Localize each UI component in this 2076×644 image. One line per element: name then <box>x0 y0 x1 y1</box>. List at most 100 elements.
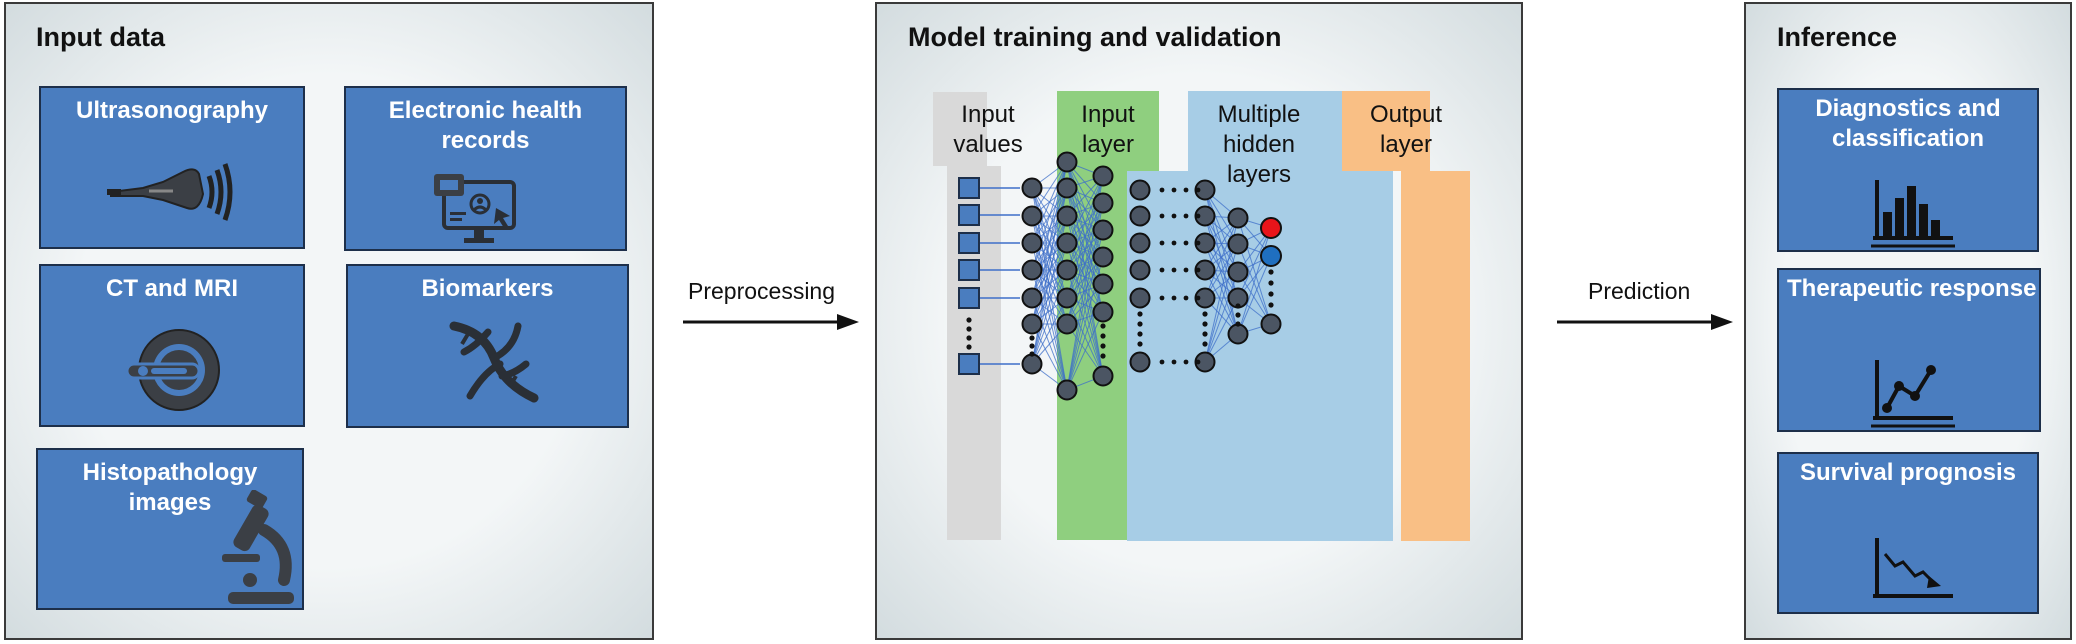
histopathology-label: Histopathology images <box>82 459 258 516</box>
input-value-node-0 <box>958 177 980 199</box>
layer4-node-2 <box>1129 232 1151 254</box>
electronic-health-records-card: Electronic health records <box>344 86 627 251</box>
layer2-node-7 <box>1056 379 1078 401</box>
l1-ellipsis-dot-1 <box>1029 343 1035 349</box>
layer5-node-1 <box>1194 205 1216 227</box>
layer4-node-4 <box>1129 287 1151 309</box>
survival-prognosis-card: Survival prognosis <box>1777 452 2039 614</box>
prediction-label: Prediction <box>1588 278 1691 304</box>
layer6-node-4 <box>1227 323 1249 345</box>
l1-ellipsis-dot-0 <box>1029 335 1035 341</box>
h-ellipsis-2-1 <box>1171 240 1177 246</box>
l4-ellipsis-dot-0 <box>1137 311 1143 317</box>
output-node-red <box>1260 217 1282 239</box>
input-value-node-2 <box>958 232 980 254</box>
layer3-node-0 <box>1092 165 1114 187</box>
l5-ellipsis-dot-0 <box>1202 311 1208 317</box>
biomarkers-card: Biomarkers <box>346 264 629 428</box>
output-ellipsis-dot-0 <box>1268 269 1274 275</box>
h-ellipsis-0-2 <box>1183 187 1189 193</box>
layer2-node-6 <box>1056 313 1078 335</box>
preprocessing-label: Preprocessing <box>688 278 836 304</box>
layer2-node-4 <box>1056 259 1078 281</box>
layer3-node-3 <box>1092 246 1114 268</box>
input-values-column <box>933 92 987 166</box>
h-ellipsis-2-2 <box>1183 240 1189 246</box>
survival-prognosis-label: Survival prognosis <box>1799 459 2017 486</box>
microscope-icon <box>222 490 294 604</box>
electronic-health-records-label: Electronic health records <box>388 97 583 154</box>
ultrasonography-label: Ultrasonography <box>75 97 269 124</box>
input-data-panel: Input data Ultrasonography Electronic he… <box>4 2 654 640</box>
ultrasonography-card: Ultrasonography <box>39 86 305 249</box>
inference-title: Inference <box>1777 22 1898 52</box>
output-ellipsis-dot-1 <box>1268 280 1274 286</box>
h-ellipsis-0-1 <box>1171 187 1177 193</box>
input-ellipsis-dot-3 <box>966 344 972 350</box>
layer2-node-2 <box>1056 205 1078 227</box>
histopathology-card: Histopathology images <box>36 448 304 610</box>
h-ellipsis-5-0 <box>1159 359 1165 365</box>
l3-ellipsis-dot-3 <box>1100 353 1106 359</box>
input-layer-label: Input layer <box>1081 101 1135 158</box>
layer2-node-5 <box>1056 287 1078 309</box>
output-ellipsis-dot-2 <box>1268 291 1274 297</box>
l3-ellipsis-dot-0 <box>1100 323 1106 329</box>
h-ellipsis-4-2 <box>1183 295 1189 301</box>
layer2-node-3 <box>1056 232 1078 254</box>
layer5-node-3 <box>1194 259 1216 281</box>
input-ellipsis-dot-0 <box>966 317 972 323</box>
h-ellipsis-5-1 <box>1171 359 1177 365</box>
diagnostics-label: Diagnostics and classification <box>1815 95 2001 152</box>
l6-ellipsis-dot-1 <box>1235 312 1241 318</box>
h-ellipsis-0-0 <box>1159 187 1165 193</box>
bar-chart-icon <box>1871 180 1955 248</box>
neural-network-diagram <box>933 91 1470 541</box>
biomarkers-label: Biomarkers <box>421 275 554 302</box>
model-training-title: Model training and validation <box>908 22 1282 52</box>
layer2-node-1 <box>1056 177 1078 199</box>
l5-ellipsis-dot-3 <box>1202 341 1208 347</box>
preprocessing-arrow <box>683 314 859 330</box>
layer3-node-5 <box>1092 301 1114 323</box>
layer1-node-1 <box>1021 205 1043 227</box>
prediction-arrow <box>1557 314 1733 330</box>
input-values-label: Input values <box>953 101 1023 158</box>
ct-mri-card: CT and MRI <box>39 264 305 427</box>
l3-ellipsis-dot-1 <box>1100 333 1106 339</box>
line-chart-icon <box>1871 360 1955 428</box>
ct-mri-label: CT and MRI <box>106 275 238 302</box>
input-value-node-3 <box>958 259 980 281</box>
therapeutic-response-label: Therapeutic response <box>1787 275 2037 302</box>
layer1-node-4 <box>1021 287 1043 309</box>
l4-ellipsis-dot-2 <box>1137 331 1143 337</box>
layer1-node-5 <box>1021 313 1043 335</box>
declining-chart-icon <box>1873 538 1953 598</box>
l1-ellipsis-dot-2 <box>1029 351 1035 357</box>
layer4-node-3 <box>1129 259 1151 281</box>
l3-ellipsis-dot-2 <box>1100 343 1106 349</box>
h-ellipsis-1-1 <box>1171 213 1177 219</box>
input-value-node-4 <box>958 287 980 309</box>
layer3-node-2 <box>1092 219 1114 241</box>
model-training-panel: Model training and validation Input valu… <box>875 2 1523 640</box>
layer1-node-0 <box>1021 177 1043 199</box>
layer1-node-6 <box>1021 353 1043 375</box>
l6-ellipsis-dot-0 <box>1235 303 1241 309</box>
input-ellipsis-dot-2 <box>966 335 972 341</box>
l4-ellipsis-dot-3 <box>1137 341 1143 347</box>
h-ellipsis-0-3 <box>1195 187 1201 193</box>
layer5-node-2 <box>1194 232 1216 254</box>
h-ellipsis-5-2 <box>1183 359 1189 365</box>
layer5-node-0 <box>1194 179 1216 201</box>
h-ellipsis-2-0 <box>1159 240 1165 246</box>
h-ellipsis-4-0 <box>1159 295 1165 301</box>
output-node-blue <box>1260 245 1282 267</box>
layer4-node-1 <box>1129 205 1151 227</box>
layer5-node-4 <box>1194 287 1216 309</box>
input-data-title: Input data <box>36 22 165 52</box>
h-ellipsis-4-1 <box>1171 295 1177 301</box>
ultrasound-probe-icon <box>107 163 233 221</box>
layer2-node-0 <box>1056 151 1078 173</box>
layer3-node-6 <box>1092 365 1114 387</box>
